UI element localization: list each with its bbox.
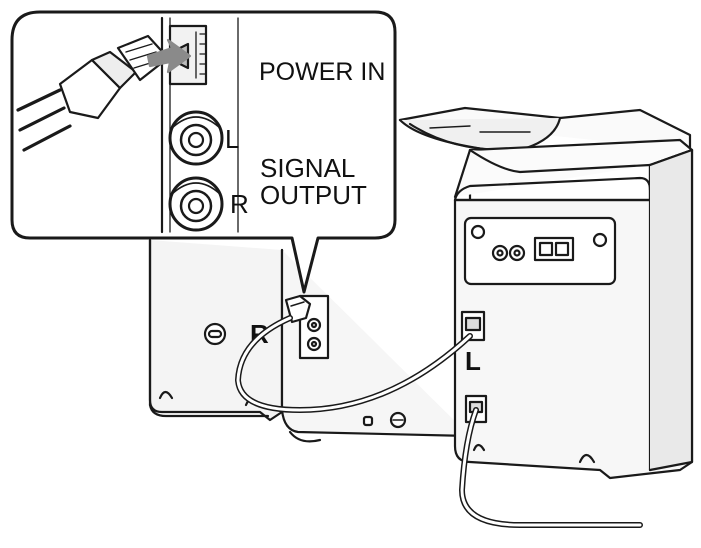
signal-output-label-line1: SIGNAL [260,153,355,183]
power-cable [459,407,643,528]
jack-right-label: R [230,189,249,219]
rca-jack-left-icon [168,110,224,166]
cabinet-knob-icon [203,322,227,346]
left-speaker-cabinet: R [148,238,284,422]
jack-left-label: L [225,124,239,154]
callout-magnifier: POWER IN L SIGNAL OUTPUT R [10,10,397,294]
power-in-label: POWER IN [259,58,385,86]
power-socket-icon [533,236,575,262]
bottom-hole [362,415,374,427]
speaker-terminal-upper [460,310,486,342]
right-speaker-cabinet: L [453,138,694,480]
speaker-cable [235,315,473,413]
rca-jack-right-icon [168,176,224,232]
rear-connector-plate [463,216,617,286]
signal-output-label-line2: OUTPUT [260,180,367,210]
rca-jacks-icon [491,244,526,262]
power-plug-icon [16,34,192,152]
left-speaker-mark: L [465,346,481,376]
bottom-screw-icon [389,411,407,429]
